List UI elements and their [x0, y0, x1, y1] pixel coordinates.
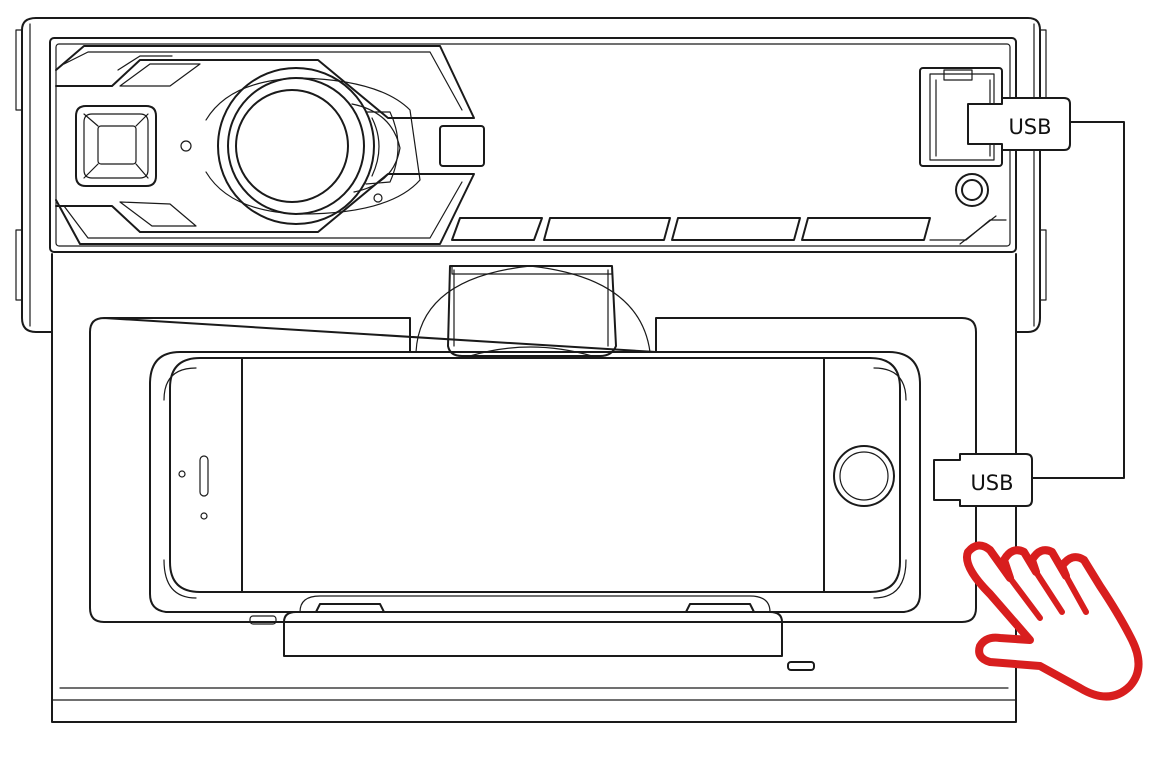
aux-jack: [955, 173, 989, 207]
phone-screen: [241, 357, 825, 593]
usb-label-top-text: USB: [1008, 115, 1051, 139]
head-unit: [15, 17, 1047, 333]
mode-button: [439, 125, 485, 167]
home-button: [833, 445, 895, 507]
phone-dock: [51, 253, 1017, 723]
directional-pad: [75, 105, 157, 187]
usb-label-dock: USB: [933, 453, 1033, 507]
indicator-led: [180, 140, 192, 152]
volume-knob: [205, 67, 421, 225]
hand-pointer-icon: [963, 541, 1143, 701]
usb-label-dock-text: USB: [970, 471, 1013, 495]
usb-cable-connector: [1031, 121, 1125, 479]
usb-label-top: USB: [967, 97, 1071, 151]
smartphone: [169, 357, 901, 593]
preset-buttons: [451, 215, 1007, 245]
